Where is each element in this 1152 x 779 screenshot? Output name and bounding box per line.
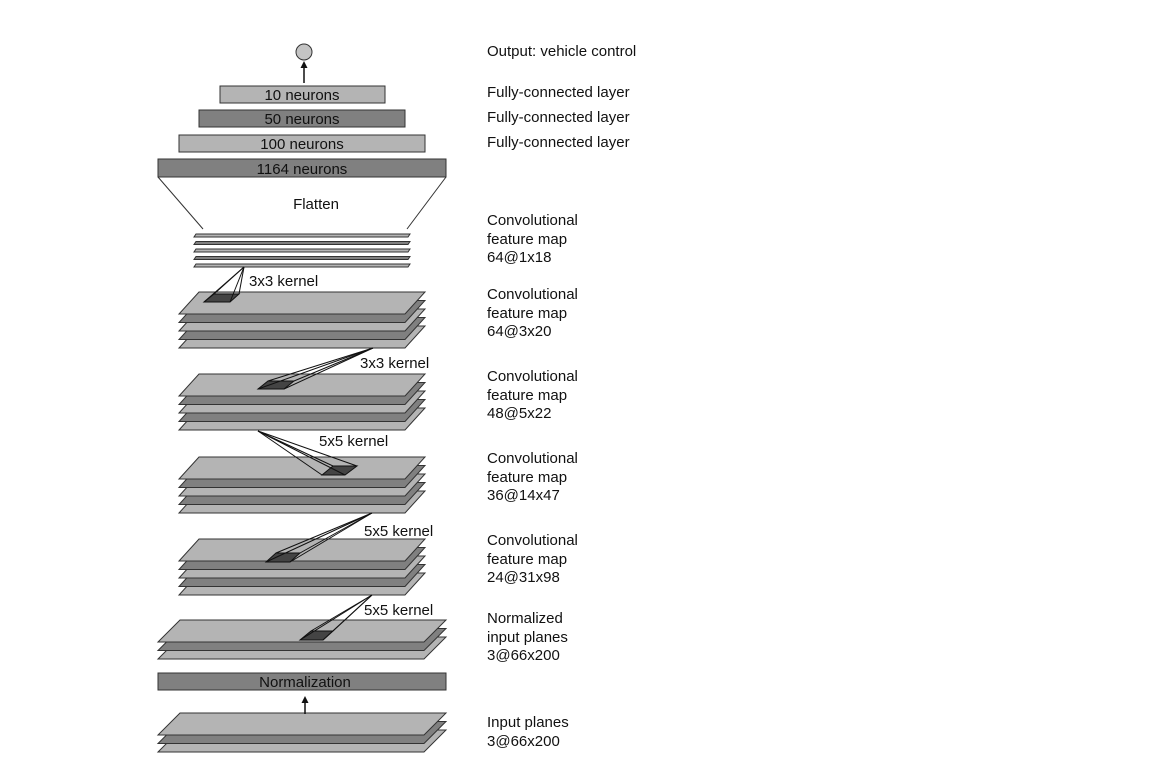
svg-text:feature map: feature map xyxy=(487,469,567,486)
conv-map-label-24x31x98: Convolutional feature map 24@31x98 xyxy=(487,532,578,586)
flatten-trapezoid xyxy=(157,176,447,230)
kernel-3x3-line xyxy=(257,347,374,390)
svg-text:Normalized: Normalized xyxy=(487,610,563,627)
kernel-label-3x3: 3x3 kernel xyxy=(360,355,429,372)
kernel-3x3-top-line xyxy=(238,266,245,295)
flatten-label: Flatten xyxy=(293,196,339,213)
fc-side-label-3: Fully-connected layer xyxy=(487,134,630,151)
kernel-label-3x3-top: 3x3 kernel xyxy=(249,273,318,290)
feature-map-stack-64x3x20 xyxy=(177,291,427,349)
feature-map-stack-36x14x47 xyxy=(177,456,427,514)
layer-plane xyxy=(193,263,411,268)
kernel-5x5-a-line xyxy=(257,430,346,476)
fc-layer-1164-label: 1164 neurons xyxy=(257,161,348,178)
kernel-connectors xyxy=(202,266,374,641)
input-planes-label: Input planes 3@66x200 xyxy=(487,714,569,750)
kernel-3x3-top-line xyxy=(229,266,245,303)
svg-text:Convolutional: Convolutional xyxy=(487,212,578,229)
fc-layer-10-label: 10 neurons xyxy=(264,87,339,104)
svg-text:feature map: feature map xyxy=(487,387,567,404)
svg-text:Convolutional: Convolutional xyxy=(487,368,578,385)
svg-text:feature map: feature map xyxy=(487,231,567,248)
svg-text:36@14x47: 36@14x47 xyxy=(487,487,560,504)
kernel-5x5-b-line xyxy=(275,512,373,554)
svg-text:64@1x18: 64@1x18 xyxy=(487,249,551,266)
kernel-5x5-b-line xyxy=(265,512,373,563)
conv-map-label-48x5x22: Convolutional feature map 48@5x22 xyxy=(487,368,578,422)
fc-layer-50-label: 50 neurons xyxy=(264,111,339,128)
fc-side-label-2: Fully-connected layer xyxy=(487,109,630,126)
layer-plane xyxy=(193,256,411,260)
normalization-label: Normalization xyxy=(259,674,351,691)
layer-plane xyxy=(156,619,448,643)
conv-map-label-36x14x47: Convolutional feature map 36@14x47 xyxy=(487,450,578,504)
svg-text:Convolutional: Convolutional xyxy=(487,532,578,549)
normalized-planes-label: Normalized input planes 3@66x200 xyxy=(487,610,568,664)
kernel-5x5-a-line xyxy=(257,430,358,467)
feature-map-stack-64x1x18 xyxy=(193,233,411,268)
output-arrow xyxy=(300,61,308,83)
feature-map-stack-24x31x98 xyxy=(177,538,427,596)
layer-plane xyxy=(177,538,427,562)
kernel-label-5x5-a: 5x5 kernel xyxy=(319,433,388,450)
fc-layer-10: 10 neurons xyxy=(219,85,386,104)
normalization-box: Normalization xyxy=(157,672,447,691)
kernel-3x3-line xyxy=(283,347,374,390)
svg-text:Convolutional: Convolutional xyxy=(487,286,578,303)
layer-plane xyxy=(177,373,427,397)
svg-text:24@31x98: 24@31x98 xyxy=(487,569,560,586)
kernel-3x3-line xyxy=(293,347,374,382)
svg-text:3@66x200: 3@66x200 xyxy=(487,647,560,664)
conv-map-label-64x1x18: Convolutional feature map 64@1x18 xyxy=(487,212,578,266)
layer-plane xyxy=(177,291,427,315)
layer-plane xyxy=(193,233,411,238)
kernel-5x5-a-line xyxy=(257,430,334,467)
layer-plane xyxy=(156,712,448,736)
svg-text:input planes: input planes xyxy=(487,629,568,646)
kernel-5x5-b-line xyxy=(299,512,373,554)
input-arrow xyxy=(301,696,309,714)
kernel-label-5x5-c: 5x5 kernel xyxy=(364,602,433,619)
kernel-5x5-c-line xyxy=(310,594,373,632)
svg-text:64@3x20: 64@3x20 xyxy=(487,323,551,340)
fc-layer-1164: 1164 neurons xyxy=(157,158,447,178)
fc-layer-100-label: 100 neurons xyxy=(260,136,343,153)
fc-side-label-1: Fully-connected layer xyxy=(487,84,630,101)
svg-text:Input planes: Input planes xyxy=(487,714,569,731)
feature-map-stack-48x5x22 xyxy=(177,373,427,431)
fc-layer-100: 100 neurons xyxy=(178,134,426,153)
layer-plane xyxy=(193,241,411,245)
kernel-5x5-c-line xyxy=(332,594,373,632)
normalized-input-planes-stack xyxy=(156,619,448,660)
kernel-5x5-b-line xyxy=(289,512,373,563)
svg-text:3@66x200: 3@66x200 xyxy=(487,733,560,750)
svg-text:feature map: feature map xyxy=(487,551,567,568)
kernel-3x3-line xyxy=(267,347,374,382)
kernel-label-5x5-b: 5x5 kernel xyxy=(364,523,433,540)
kernel-3x3-top-line xyxy=(213,266,245,295)
output-node xyxy=(295,43,313,61)
layer-plane xyxy=(193,248,411,253)
kernel-5x5-a-line xyxy=(257,430,323,476)
layer-plane xyxy=(177,456,427,480)
conv-map-label-64x3x20: Convolutional feature map 64@3x20 xyxy=(487,286,578,340)
svg-text:Convolutional: Convolutional xyxy=(487,450,578,467)
svg-text:feature map: feature map xyxy=(487,305,567,322)
svg-text:48@5x22: 48@5x22 xyxy=(487,405,551,422)
fc-layer-50: 50 neurons xyxy=(198,109,406,128)
input-planes-stack xyxy=(156,712,448,753)
output-label: Output: vehicle control xyxy=(487,43,636,60)
